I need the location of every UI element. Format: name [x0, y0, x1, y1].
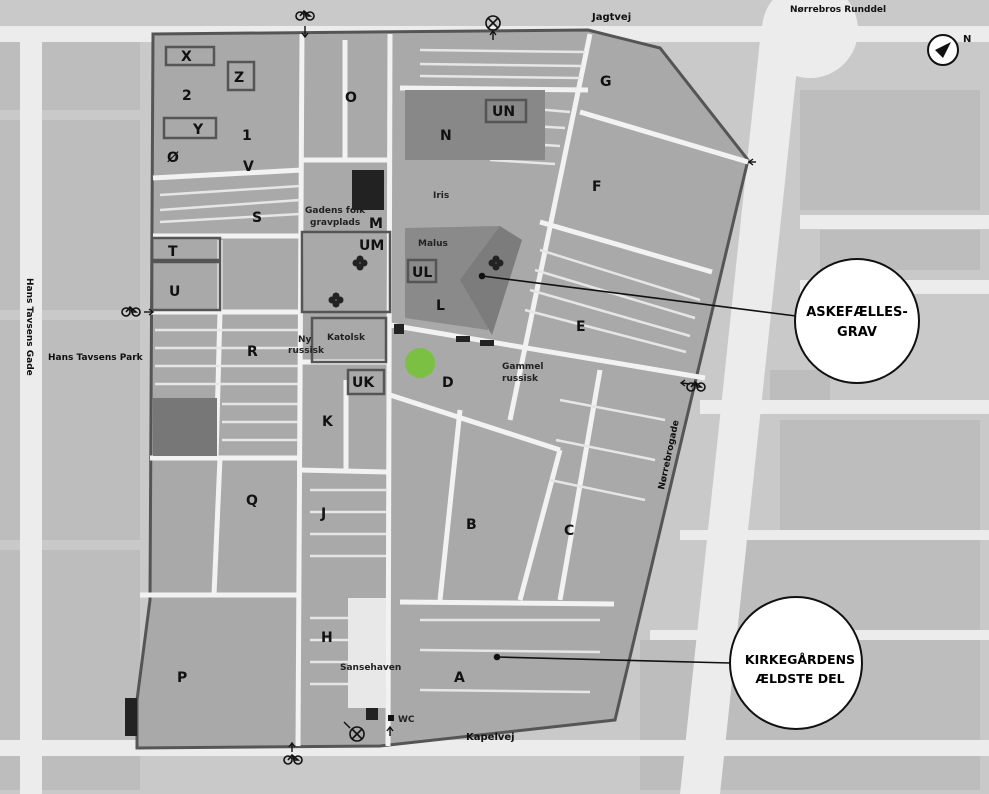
street-jagtvej: Jagtvej [591, 12, 631, 23]
flower-icon [488, 255, 504, 271]
section-T: T [168, 244, 178, 260]
section-M: M [369, 216, 383, 232]
section-S: S [252, 210, 262, 226]
label-ny-1: Ny [298, 335, 312, 345]
label-sansehaven: Sansehaven [340, 663, 401, 673]
section-1: 1 [242, 128, 252, 144]
area-labels: Iris Gadens folk gravplads Malus Ny russ… [288, 191, 543, 725]
section-Q: Q [246, 493, 258, 509]
flower-icon [352, 255, 368, 271]
wc-icon [388, 715, 394, 721]
street-kapelvej: Kapelvej [466, 732, 515, 743]
section-X: X [181, 49, 192, 65]
ash-grave-marker [405, 348, 435, 378]
street-roundabout: Nørrebros Runddel [790, 5, 886, 15]
section-E: E [576, 319, 586, 335]
section-labels: X Z 2 1 Y Ø V O UN N G F S M UM T U UL L… [167, 49, 612, 686]
section-UM: UM [359, 238, 384, 254]
section-U: U [169, 284, 180, 300]
flower-icons [328, 255, 504, 308]
label-iris: Iris [433, 191, 449, 201]
section-boxes [150, 45, 528, 396]
section-C: C [564, 523, 574, 539]
section-N: N [440, 128, 452, 144]
svg-text:ASKEFÆLLES-: ASKEFÆLLES- [806, 305, 908, 320]
entrance-arrows [144, 26, 756, 752]
section-R: R [247, 344, 258, 360]
section-Z: Z [234, 70, 244, 86]
cemetery-area [135, 28, 750, 750]
callout-askefaelles: ASKEFÆLLES- GRAV [794, 258, 920, 384]
no-access-icon [349, 726, 365, 742]
svg-text:ÆLDSTE DEL: ÆLDSTE DEL [755, 671, 844, 686]
chapel-building [348, 598, 386, 708]
label-wc: WC [398, 715, 415, 725]
section-UK: UK [352, 375, 375, 391]
section-V: V [243, 159, 254, 175]
section-G: G [600, 74, 612, 90]
bicycle-icon [295, 9, 315, 21]
label-ny-2: russisk [288, 346, 325, 356]
callout-aeldste-del: KIRKEGÅRDENS ÆLDSTE DEL [729, 596, 863, 730]
bicycle-icon [283, 753, 303, 765]
bicycle-icons [121, 9, 706, 765]
section-D: D [442, 375, 454, 391]
label-gadens-2: gravplads [310, 218, 360, 228]
label-gammel-1: Gammel [502, 362, 543, 372]
section-J: J [320, 506, 326, 522]
no-access-icons [349, 15, 501, 742]
section-P: P [177, 670, 187, 686]
compass: N [927, 34, 971, 66]
svg-text:KIRKEGÅRDENS: KIRKEGÅRDENS [745, 652, 855, 667]
callout-lines [478, 272, 797, 664]
section-O: O [345, 90, 357, 106]
street-hans-tavsens-gade: Hans Tavsens Gade [24, 278, 34, 376]
section-K: K [322, 414, 334, 430]
label-katolsk: Katolsk [327, 333, 366, 343]
section-B: B [466, 517, 477, 533]
section-Y: Y [192, 122, 204, 138]
bicycle-icon [686, 380, 706, 392]
svg-text:GRAV: GRAV [837, 325, 877, 340]
compass-label: N [963, 34, 971, 45]
section-2: 2 [182, 88, 192, 104]
section-UL: UL [412, 265, 432, 281]
section-UN: UN [492, 104, 515, 120]
label-gadens-1: Gadens folk [305, 206, 366, 216]
section-A: A [454, 670, 465, 686]
park-label: Hans Tavsens Park [48, 353, 144, 363]
label-gammel-2: russisk [502, 374, 539, 384]
bicycle-icon [121, 305, 141, 317]
compass-arrow-icon [935, 42, 951, 58]
section-F: F [592, 179, 602, 195]
section-H: H [321, 630, 333, 646]
section-OE: Ø [167, 150, 179, 166]
label-malus: Malus [418, 239, 448, 249]
section-L: L [436, 298, 445, 314]
flower-icon [328, 292, 344, 308]
